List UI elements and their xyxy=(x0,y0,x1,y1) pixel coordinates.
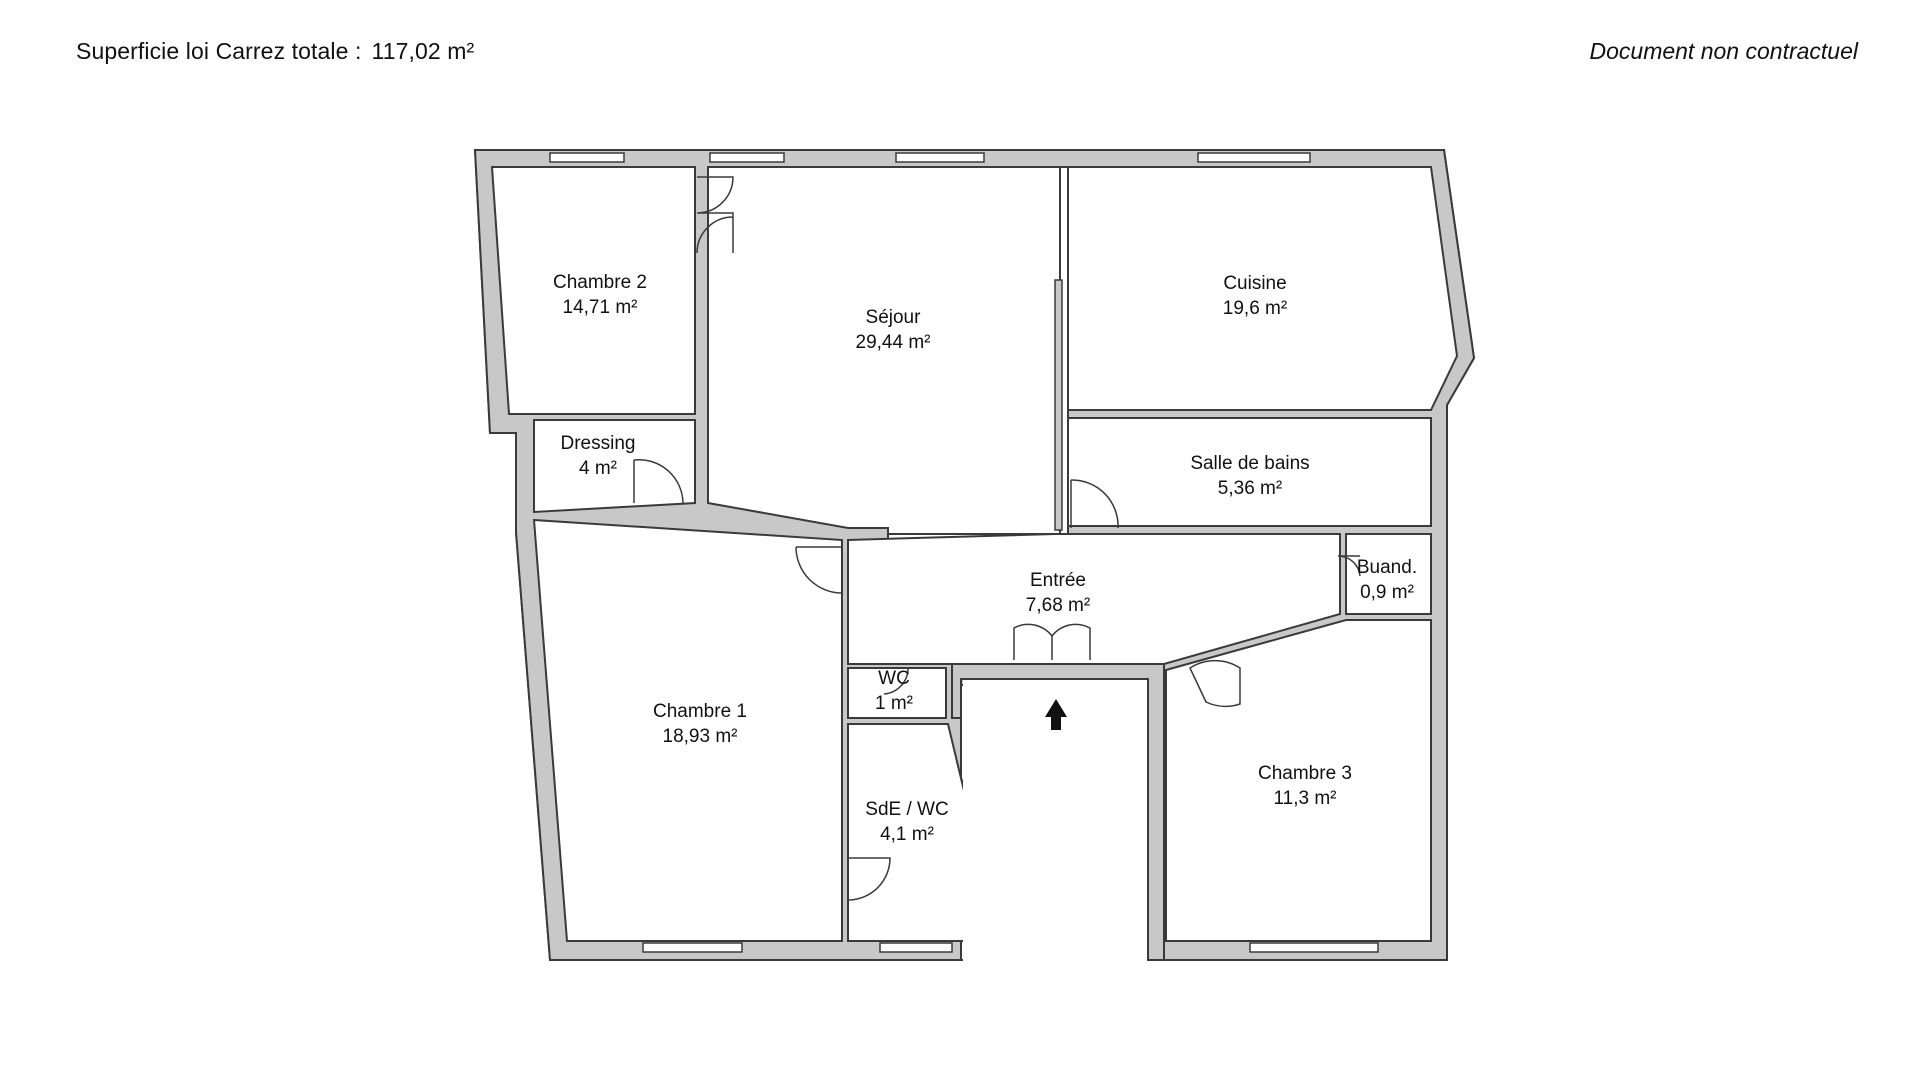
room-label: Salle de bains xyxy=(1190,453,1309,474)
entry-arrow-icon xyxy=(1045,699,1067,730)
door xyxy=(847,857,891,901)
room-label: Cuisine xyxy=(1223,273,1286,294)
room-area: 19,6 m² xyxy=(1223,298,1287,319)
room-chambre3 xyxy=(1165,619,1432,942)
room-cuisine xyxy=(1067,166,1459,411)
total-area-caption: Superficie loi Carrez totale : 117,02 m² xyxy=(76,38,474,65)
room-area: 0,9 m² xyxy=(1360,582,1414,603)
door xyxy=(633,458,684,504)
window xyxy=(549,152,625,163)
room-dressing xyxy=(533,419,696,514)
room-area: 18,93 m² xyxy=(663,726,738,747)
door xyxy=(1189,659,1241,708)
room-label: SdE / WC xyxy=(865,799,948,820)
room-sdb xyxy=(1067,417,1432,527)
room-label: Séjour xyxy=(866,307,922,328)
room-area: 4,1 m² xyxy=(880,824,934,845)
door xyxy=(883,667,909,695)
window xyxy=(709,152,785,163)
room-area: 1 m² xyxy=(875,693,913,714)
window xyxy=(1197,152,1311,163)
window xyxy=(642,942,743,953)
room-area: 7,68 m² xyxy=(1026,595,1090,616)
room-label: Chambre 3 xyxy=(1258,763,1352,784)
door xyxy=(795,546,843,594)
room-area: 29,44 m² xyxy=(856,332,931,353)
room-label: Dressing xyxy=(561,433,636,454)
room-wc xyxy=(847,667,947,719)
window xyxy=(895,152,985,163)
room-entree xyxy=(847,533,1341,665)
kitchen-partition xyxy=(1054,279,1063,531)
window xyxy=(1249,942,1379,953)
room-area: 11,3 m² xyxy=(1273,788,1336,809)
disclaimer: Document non contractuel xyxy=(1589,38,1859,64)
total-area-label: Superficie loi Carrez totale : xyxy=(76,38,362,64)
corridor-walls xyxy=(946,663,1165,961)
room-area: 14,71 m² xyxy=(563,297,638,318)
room-chambre1 xyxy=(532,518,843,942)
door xyxy=(1013,623,1091,660)
room-label: WC xyxy=(878,668,910,689)
room-chambre2 xyxy=(490,166,696,415)
room-area: 5,36 m² xyxy=(1218,478,1282,499)
room-label: Chambre 1 xyxy=(653,701,747,722)
window xyxy=(879,942,953,953)
room-label: Chambre 2 xyxy=(553,272,647,293)
room-label: Entrée xyxy=(1030,570,1086,591)
room-buanderie xyxy=(1345,533,1432,615)
door xyxy=(696,176,734,254)
door xyxy=(1337,555,1361,577)
total-area-value: 117,02 m² xyxy=(371,38,475,64)
room-label: Buand. xyxy=(1357,557,1417,578)
room-sejour-main xyxy=(707,166,1061,535)
room-area: 4 m² xyxy=(579,458,617,479)
door xyxy=(1070,479,1119,529)
